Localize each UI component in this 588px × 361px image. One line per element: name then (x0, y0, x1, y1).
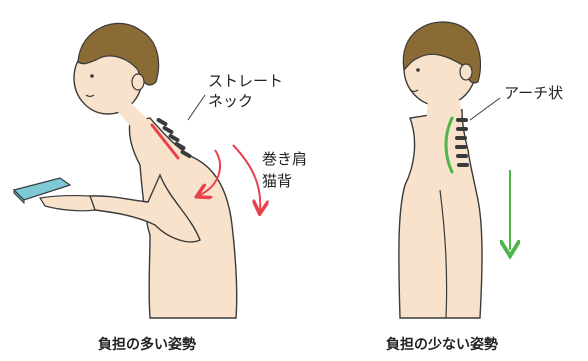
rounded-shoulder-label: 巻き肩 (262, 150, 307, 169)
good-posture-torso (399, 110, 482, 318)
straight-neck-pointer (188, 95, 205, 120)
good-posture-caption: 負担の少ない姿勢 (386, 334, 498, 354)
arch-pointer (470, 98, 500, 120)
bad-posture-hand (40, 196, 95, 211)
straight-neck-label-line1: ストレート (208, 72, 283, 91)
hunchback-arrow (233, 145, 260, 210)
arch-label: アーチ状 (504, 84, 563, 103)
bad-posture-caption: 負担の多い姿勢 (98, 334, 196, 354)
hunchback-label: 猫背 (262, 172, 292, 191)
straight-neck-label-line2: ネック (208, 92, 253, 111)
bad-posture-figure (14, 23, 260, 318)
good-posture-figure (399, 22, 510, 318)
